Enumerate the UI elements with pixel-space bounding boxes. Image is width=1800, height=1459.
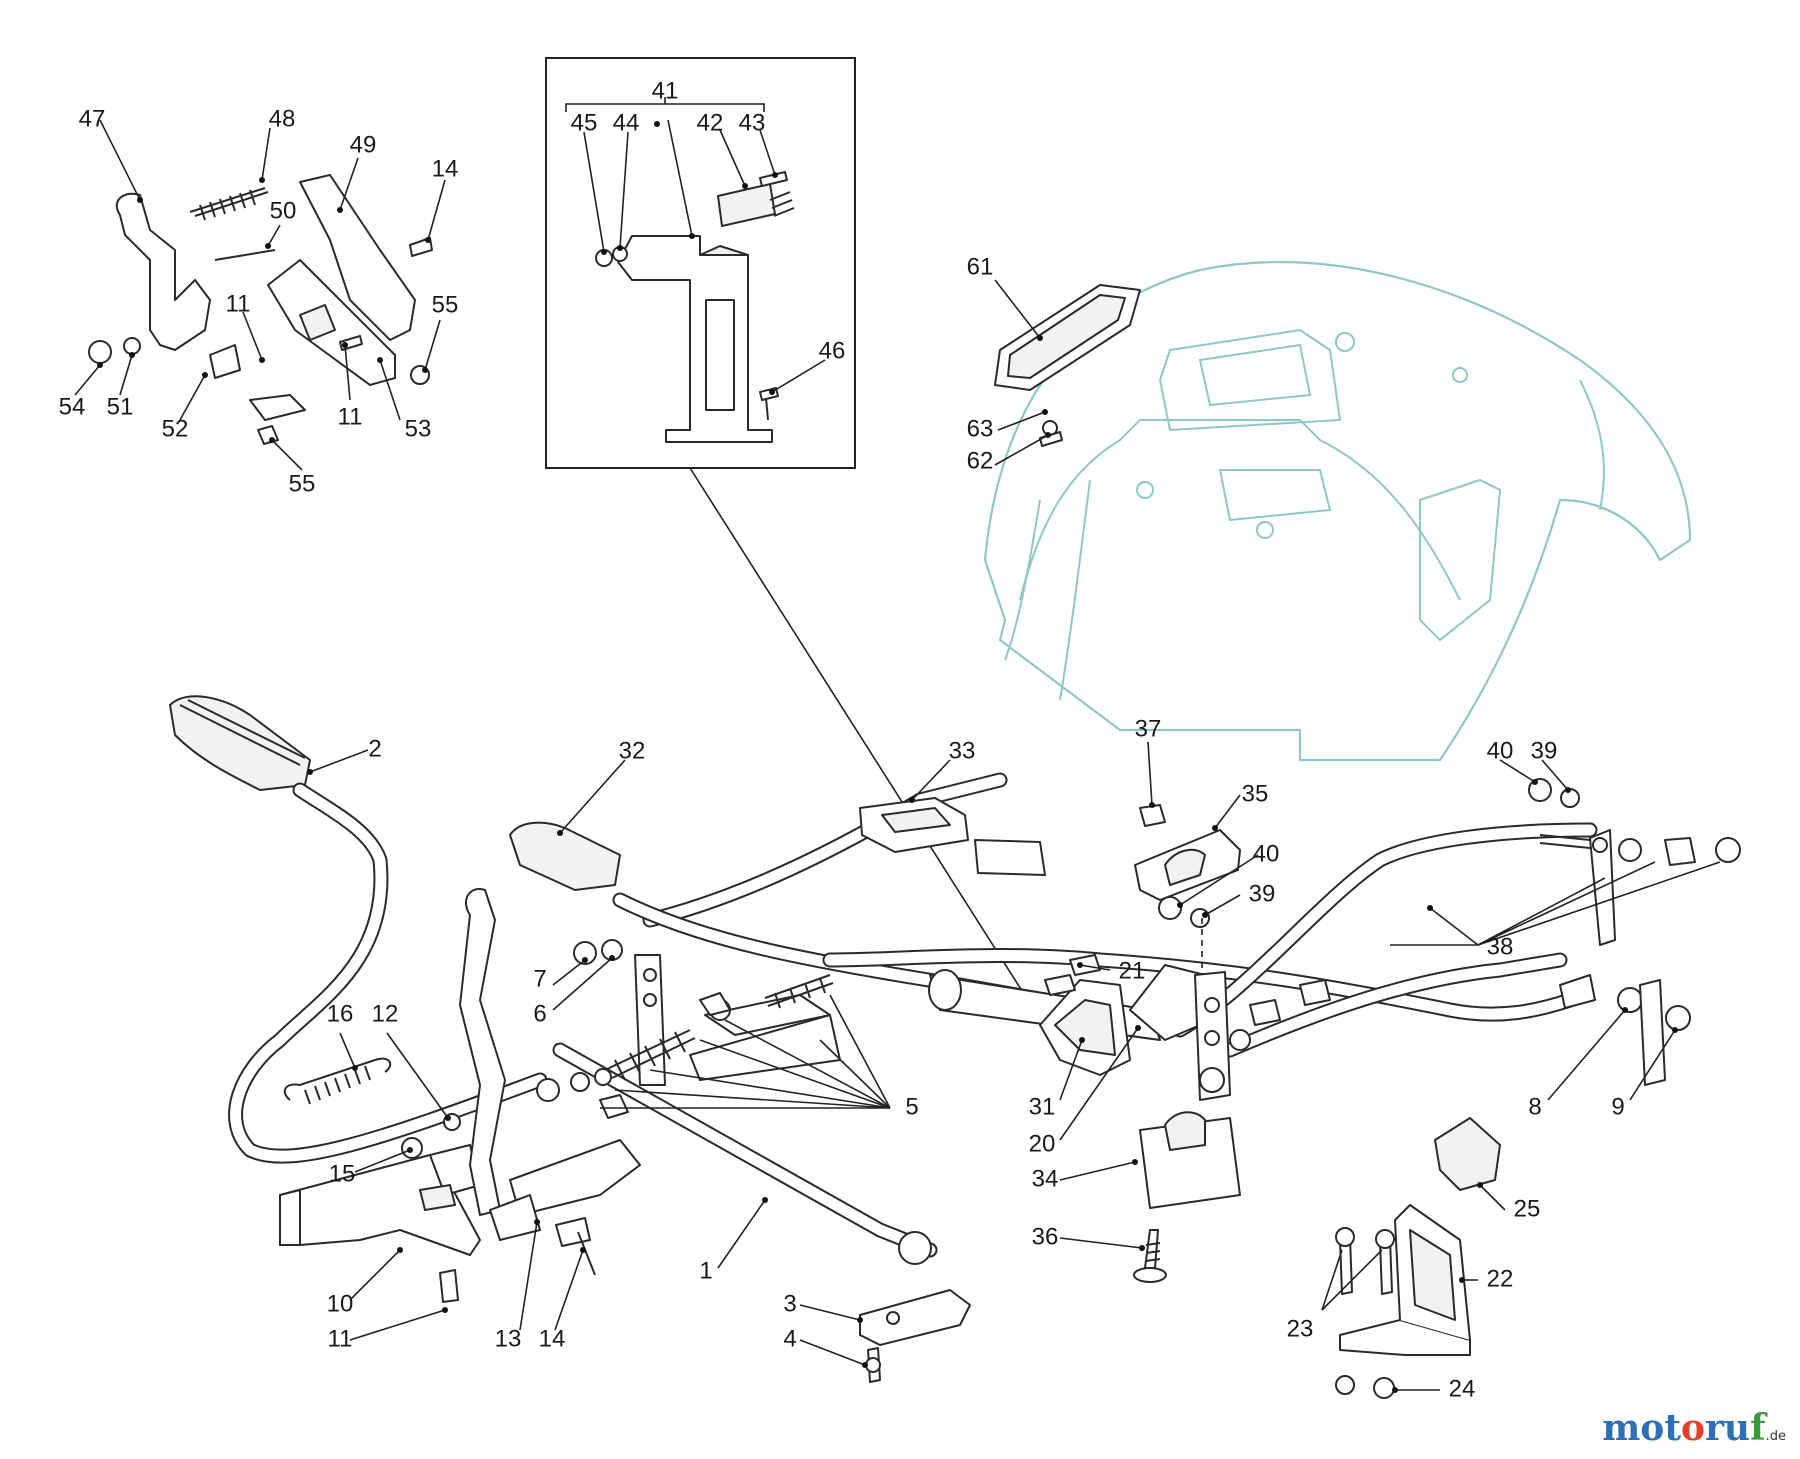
watermark-part-2: o xyxy=(1680,1407,1705,1449)
callout-50: 50 xyxy=(270,197,297,224)
watermark-part-1: mot xyxy=(1602,1407,1681,1449)
inset-pointer-line xyxy=(689,467,1051,1036)
callout-53: 53 xyxy=(405,415,432,442)
callout-6: 6 xyxy=(533,1000,546,1027)
callout-62: 62 xyxy=(967,447,994,474)
callout-4: 4 xyxy=(783,1325,796,1352)
reflector-parts xyxy=(994,284,1141,447)
callout-48: 48 xyxy=(269,105,296,132)
callout-39: 39 xyxy=(1249,880,1276,907)
inset-detail-switch xyxy=(545,57,856,469)
callout-1: 1 xyxy=(699,1257,712,1284)
upper-left-pedal-subassembly xyxy=(88,174,433,445)
callout-labels: 47 48 49 50 14 55 11 11 53 54 51 52 55 4… xyxy=(59,77,1625,1402)
callout-45: 45 xyxy=(571,109,598,136)
callout-51: 51 xyxy=(107,393,134,420)
callout-44: 44 xyxy=(613,109,640,136)
callout-12: 12 xyxy=(372,1000,399,1027)
callout-43: 43 xyxy=(739,109,766,136)
callout-31: 31 xyxy=(1029,1093,1056,1120)
main-linkage-rods xyxy=(552,772,1598,1265)
leader-dots xyxy=(97,121,1678,1393)
callout-54: 54 xyxy=(59,393,86,420)
callout-9: 9 xyxy=(1611,1093,1624,1120)
callout-11: 11 xyxy=(328,1325,353,1352)
callout-34: 34 xyxy=(1032,1165,1059,1192)
callout-2: 2 xyxy=(368,735,381,762)
callout-55: 55 xyxy=(289,470,316,497)
callout-3: 3 xyxy=(783,1290,796,1317)
callout-39: 39 xyxy=(1531,737,1558,764)
callout-35: 35 xyxy=(1242,780,1269,807)
callout-10: 10 xyxy=(327,1290,354,1317)
lower-left-bracket xyxy=(279,888,641,1303)
motoruf-watermark-logo: motoruf.de xyxy=(1602,1407,1786,1449)
callout-11: 11 xyxy=(226,290,251,317)
callout-24: 24 xyxy=(1449,1375,1476,1402)
lower-right-brackets xyxy=(859,1117,1501,1399)
callout-15: 15 xyxy=(329,1160,356,1187)
callout-14: 14 xyxy=(432,155,459,182)
callout-5: 5 xyxy=(905,1093,918,1120)
callout-46: 46 xyxy=(819,337,846,364)
callout-11: 11 xyxy=(338,403,363,430)
callout-23: 23 xyxy=(1287,1315,1314,1342)
center-bracket-springs xyxy=(536,939,841,1119)
watermark-part-4: f xyxy=(1750,1407,1766,1449)
callout-32: 32 xyxy=(619,737,646,764)
callout-36: 36 xyxy=(1032,1223,1059,1250)
callout-20: 20 xyxy=(1029,1130,1056,1157)
callout-25: 25 xyxy=(1514,1195,1541,1222)
callout-52: 52 xyxy=(162,415,189,442)
callout-8: 8 xyxy=(1528,1093,1541,1120)
rear-fender-drawing xyxy=(983,261,1692,762)
right-clamp-parts xyxy=(1039,804,1241,1283)
callout-14: 14 xyxy=(539,1325,566,1352)
watermark-part-3: ru xyxy=(1704,1407,1751,1449)
callout-40: 40 xyxy=(1487,737,1514,764)
callout-38: 38 xyxy=(1487,933,1514,960)
callout-63: 63 xyxy=(967,415,994,442)
far-right-linkage xyxy=(1229,778,1741,1086)
callout-33: 33 xyxy=(949,737,976,764)
callout-13: 13 xyxy=(495,1325,522,1352)
callout-16: 16 xyxy=(327,1000,354,1027)
lever-with-grip xyxy=(169,695,548,1164)
watermark-suffix: .de xyxy=(1765,1429,1786,1444)
callout-22: 22 xyxy=(1487,1265,1514,1292)
callout-40: 40 xyxy=(1253,840,1280,867)
callout-55: 55 xyxy=(432,291,459,318)
callout-7: 7 xyxy=(533,965,546,992)
grip-and-block xyxy=(509,797,1046,891)
callout-21: 21 xyxy=(1119,957,1146,984)
callout-49: 49 xyxy=(350,131,377,158)
callout-42: 42 xyxy=(697,109,724,136)
callout-61: 61 xyxy=(967,253,994,280)
callout-37: 37 xyxy=(1135,715,1162,742)
callout-41: 41 xyxy=(652,77,679,104)
leader-lines xyxy=(74,119,1721,1391)
callout-47: 47 xyxy=(79,105,106,132)
